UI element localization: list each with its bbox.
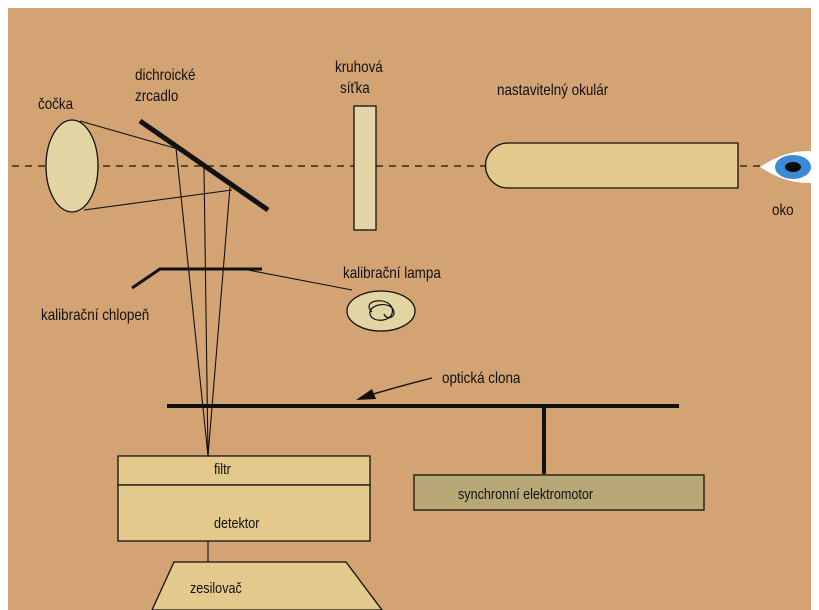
arrow-head [356, 389, 376, 400]
reticle-label-line2: síťka [340, 80, 370, 97]
reticle-label-line1: kruhová [335, 59, 383, 76]
reticle [353, 105, 377, 231]
eye-icon [760, 151, 819, 183]
ray-3 [207, 186, 231, 457]
ray-2 [203, 167, 209, 457]
eyepiece [484, 142, 739, 189]
lens [45, 119, 99, 213]
calibration-lamp [346, 290, 416, 332]
flap-to-lamp-leader [247, 269, 353, 291]
flap-label: kalibrační chlopeň [41, 307, 149, 324]
mirror-label-line2: zrcadlo [135, 88, 178, 105]
eyepiece-label: nastavitelný okulár [497, 82, 608, 99]
calibration-flap [131, 267, 262, 290]
synchronous-motor [413, 474, 705, 511]
shutter-label: optická clona [442, 370, 521, 387]
lens-ray-bottom [83, 189, 233, 211]
lens-ray-top [79, 120, 179, 150]
dichroic-mirror [138, 118, 270, 213]
filter-label: filtr [214, 460, 231, 477]
lens-label: čočka [38, 96, 74, 113]
lamp-label: kalibrační lampa [343, 265, 442, 282]
amplifier [151, 561, 383, 610]
detector-label: detektor [214, 514, 260, 531]
motor-label: synchronní elektromotor [458, 485, 593, 502]
detector [117, 484, 371, 542]
filter [117, 455, 371, 486]
lamp-coil-icon [368, 300, 395, 321]
eye-label: oko [772, 202, 794, 219]
mirror-label-line1: dichroické [135, 67, 195, 84]
amplifier-label: zesilovač [190, 579, 242, 596]
